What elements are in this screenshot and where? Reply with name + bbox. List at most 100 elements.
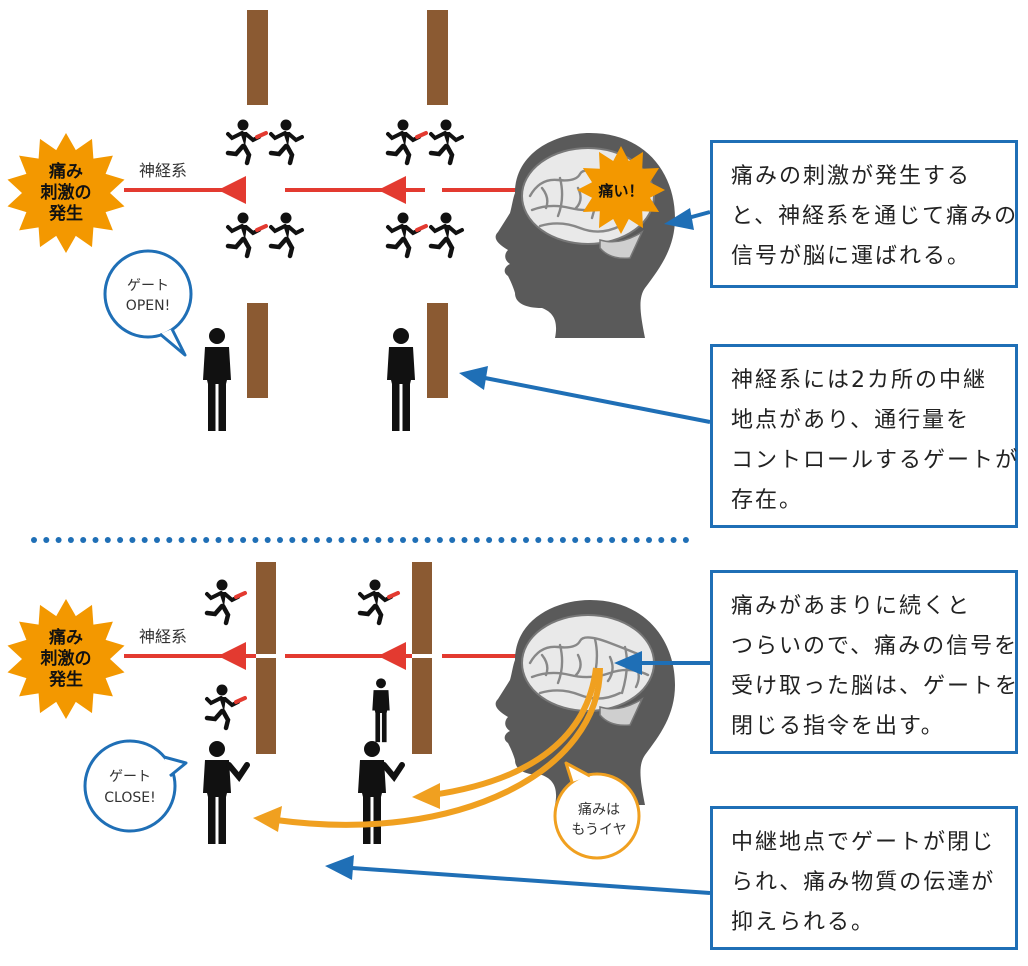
divider-dot — [633, 537, 640, 543]
gatekeeper-waving-icon — [203, 741, 250, 844]
burst-text-line: 痛み — [49, 627, 83, 648]
top-panel: 痛み 刺激の 発生 神経系 ゲート OPEN! 痛い！ — [7, 10, 711, 431]
divider-dot — [486, 537, 493, 543]
divider-dot — [375, 537, 382, 543]
divider-dot — [449, 537, 456, 543]
runner-icon — [228, 120, 268, 164]
head-with-brain — [494, 131, 677, 340]
divider-dot — [154, 537, 160, 543]
runner-icon — [388, 213, 428, 257]
box-line: 受け取った脳は、ゲートを — [731, 674, 1020, 699]
divider-dot — [596, 537, 603, 543]
divider-dot — [277, 537, 283, 543]
runner-icon — [431, 120, 462, 164]
divider-dot — [240, 537, 247, 543]
divider-dot — [104, 537, 111, 543]
bubble-text-line: もうイヤ — [571, 822, 626, 838]
divider-dot — [129, 537, 136, 543]
box-line: 地点があり、通行量を — [731, 408, 971, 433]
pointer-arrow-to-brain — [687, 210, 711, 220]
explanation-box-gates: 神経系には2カ所の中継 地点があり、通行量を コントロールするゲートが 存在。 — [710, 344, 1018, 528]
gatekeeper-icon — [203, 328, 231, 431]
box-line: 抑えられる。 — [731, 910, 876, 935]
box-line: 痛みがあまりに続くと — [731, 594, 972, 619]
divider-dot — [498, 537, 505, 543]
divider-dot — [535, 537, 542, 543]
runner-icon — [271, 213, 302, 257]
command-arrowhead — [412, 783, 440, 809]
divider-dot — [31, 537, 37, 543]
runner-icon — [388, 120, 428, 164]
explanation-box-signal: 痛みの刺激が発生する と、神経系を通じて痛みの 信号が脳に運ばれる。 — [710, 140, 1018, 288]
divider-dot — [43, 537, 50, 543]
gate1-wall-upper — [256, 562, 276, 654]
box-line: 中継地点でゲートが閉じ — [731, 830, 996, 855]
box-line: と、神経系を通じて痛みの — [731, 204, 1019, 229]
runner-icon — [360, 580, 400, 624]
command-arrow-to-gate2 — [431, 667, 599, 798]
box-line: つらいので、痛みの信号を — [731, 634, 1019, 659]
divider-dot — [523, 537, 529, 543]
pointer-arrowhead — [325, 855, 354, 880]
divider-dot — [584, 537, 591, 543]
pointer-arrow-to-gatekeeper — [351, 866, 711, 895]
brain-pain-label: 痛い！ — [597, 182, 643, 200]
divider-dot — [473, 537, 480, 543]
runner-icon — [207, 685, 247, 729]
bottom-panel: 痛み 刺激の 発生 神経系 ゲート CLOSE! 痛みは もうイヤ — [7, 562, 711, 895]
divider-dot — [301, 537, 308, 543]
bubble-text-line: ゲート — [109, 769, 151, 785]
nerve-label: 神経系 — [139, 627, 187, 646]
bubble-text-line: 痛みは — [578, 801, 620, 818]
bubble-text-line: CLOSE! — [104, 790, 155, 806]
bubble-text-line: OPEN! — [126, 298, 170, 314]
divider-dot — [363, 537, 370, 543]
burst-text-line: 発生 — [48, 669, 83, 690]
divider-dot — [559, 537, 566, 543]
divider-dot — [166, 537, 173, 543]
divider-dot — [350, 537, 357, 543]
gate2-upper-wall — [427, 10, 448, 105]
divider-dot — [682, 537, 689, 543]
divider-dot — [400, 537, 406, 543]
divider-dot — [92, 537, 99, 543]
bubble-text-line: ゲート — [127, 278, 169, 294]
gate1-lower-wall — [247, 303, 268, 398]
divider-dot — [178, 537, 185, 543]
section-divider — [31, 537, 689, 543]
divider-dot — [338, 537, 345, 543]
divider-dot — [227, 537, 234, 543]
gate-open-bubble: ゲート OPEN! — [103, 249, 193, 357]
divider-dot — [658, 537, 665, 543]
pointer-arrow-to-gate — [484, 376, 711, 424]
divider-dot — [141, 537, 148, 543]
thought-bubble: 痛みは もうイヤ — [553, 761, 641, 860]
box-line: 神経系には2カ所の中継 — [731, 368, 987, 393]
divider-dot — [436, 537, 443, 543]
divider-dot — [55, 537, 62, 543]
divider-dot — [289, 537, 296, 543]
signal-arrowhead-2 — [378, 642, 406, 670]
runner-icon — [207, 580, 247, 624]
box-line: 信号が脳に運ばれる。 — [731, 244, 972, 269]
explanation-box-brain-command: 痛みがあまりに続くと つらいので、痛みの信号を 受け取った脳は、ゲートを 閉じる… — [710, 570, 1018, 754]
signal-arrowhead-1 — [218, 642, 246, 670]
box-line: 存在。 — [731, 488, 804, 513]
divider-dot — [670, 537, 677, 543]
signal-arrowhead-2 — [378, 176, 406, 204]
runner-icon — [431, 213, 462, 257]
divider-dot — [461, 537, 468, 543]
pain-burst-in-brain: 痛い！ — [577, 146, 665, 234]
divider-dot — [326, 537, 333, 543]
burst-text-line: 発生 — [48, 203, 83, 224]
pointer-arrowhead — [614, 651, 642, 675]
burst-text-line: 痛み — [49, 161, 83, 182]
burst-text-line: 刺激の — [41, 182, 92, 203]
pointer-arrowhead — [459, 366, 488, 390]
divider-dot — [215, 537, 222, 543]
divider-dot — [510, 537, 517, 543]
divider-dot — [547, 537, 554, 543]
gatekeeper-icon — [387, 328, 415, 431]
box-line: られ、痛み物質の伝達が — [731, 870, 996, 895]
